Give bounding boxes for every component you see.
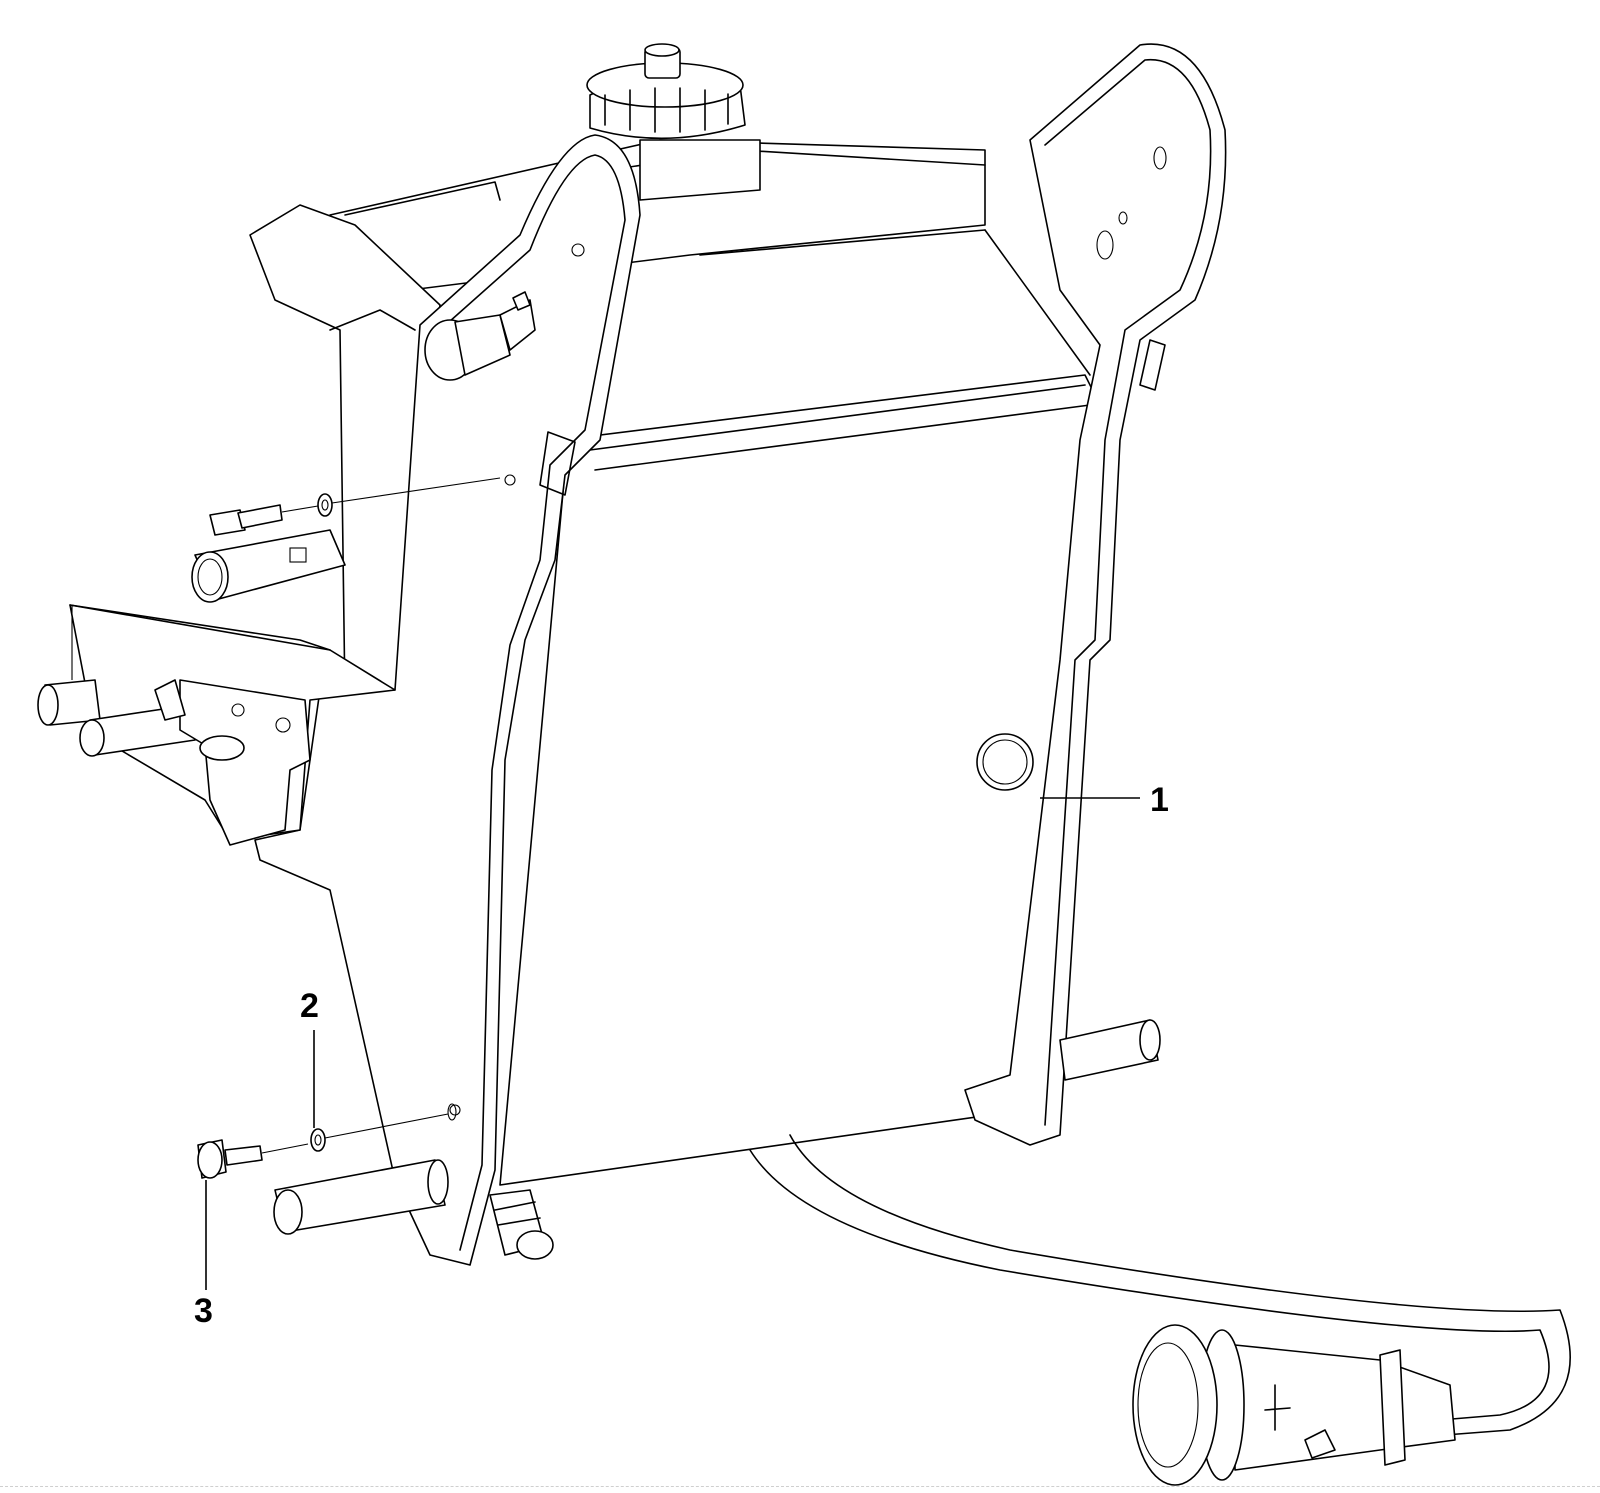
left-mounting-plate xyxy=(37,604,396,846)
drain-fitting xyxy=(489,1189,554,1260)
lower-bolt-assembly xyxy=(197,1103,457,1235)
right-frame-plate xyxy=(964,43,1227,1146)
left-frame-plate xyxy=(254,134,641,1266)
callout-1-label: 1 xyxy=(1150,781,1169,819)
upper-bolt-assembly xyxy=(191,477,501,603)
power-plug-connector xyxy=(1132,1324,1456,1486)
fill-cap xyxy=(586,43,761,201)
right-side-pin xyxy=(1059,1019,1161,1081)
power-cable xyxy=(749,1134,1571,1436)
callout-3-label: 3 xyxy=(194,1292,213,1330)
upper-fitting xyxy=(424,291,536,381)
callout-2-label: 2 xyxy=(300,987,319,1025)
box-boss xyxy=(976,733,1034,791)
page-edge-rule xyxy=(0,1486,1600,1487)
